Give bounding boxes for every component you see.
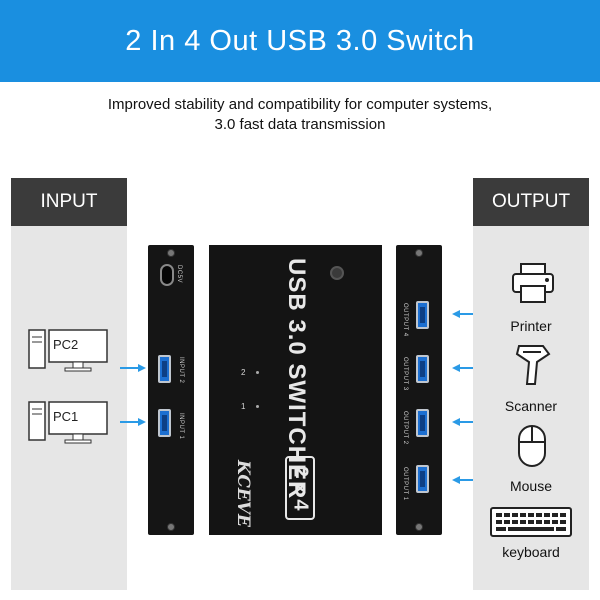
output-port-4[interactable] (416, 301, 429, 329)
keyboard-icon (490, 507, 572, 537)
model-label: 2 x 4 (285, 456, 315, 520)
keyboard-label: keyboard (502, 544, 560, 560)
title-banner: 2 In 4 Out USB 3.0 Switch (0, 0, 600, 82)
output-port-1[interactable] (416, 465, 429, 493)
output-port-1-label: OUTPUT 1 (402, 467, 408, 501)
led-1-label: 1 (241, 402, 246, 411)
output-port-2-label: OUTPUT 2 (402, 411, 408, 445)
brand-logo: KCEVE (233, 460, 253, 527)
led-1-indicator (256, 405, 259, 408)
screw-icon (415, 249, 423, 257)
printer-label: Printer (510, 318, 552, 334)
arrow-right-icon (120, 418, 146, 426)
screw-icon (415, 523, 423, 531)
mouse-icon (518, 425, 546, 467)
scanner-label: Scanner (504, 398, 558, 414)
computer-pc2: PC2 (27, 328, 111, 374)
input-port-2[interactable] (158, 355, 171, 383)
output-port-3-label: OUTPUT 3 (402, 357, 408, 391)
led-2-indicator (256, 371, 259, 374)
output-port-3[interactable] (416, 355, 429, 383)
led-2-label: 2 (241, 368, 246, 377)
page-title: 2 In 4 Out USB 3.0 Switch (125, 24, 475, 57)
screw-icon (167, 249, 175, 257)
computer-icon (28, 329, 108, 372)
mouse-label: Mouse (509, 478, 553, 494)
input-port-1-label: INPUT 1 (178, 413, 184, 440)
output-port-2[interactable] (416, 409, 429, 437)
input-heading: INPUT (11, 178, 127, 226)
input-port-1[interactable] (158, 409, 171, 437)
dc-power-jack (160, 264, 174, 286)
output-side-panel: OUTPUT 4 OUTPUT 3 OUTPUT 2 OUTPUT 1 (396, 245, 442, 535)
subtitle-line-1: Improved stability and compatibility for… (107, 96, 493, 113)
dc-in-label: DC5V (176, 265, 182, 284)
computer-pc1: PC1 (27, 400, 111, 446)
screw-icon (167, 523, 175, 531)
output-port-4-label: OUTPUT 4 (402, 303, 408, 337)
computer-icon (28, 401, 108, 444)
output-heading: OUTPUT (473, 178, 589, 226)
arrow-right-icon (120, 364, 146, 372)
computer-label: PC1 (53, 409, 79, 424)
input-port-2-label: INPUT 2 (178, 357, 184, 384)
input-column: INPUT PC2 PC1 (11, 178, 127, 590)
output-column: OUTPUT Printer Scanner Mouse keyboard (473, 178, 589, 590)
printer-icon (512, 263, 554, 303)
subtitle-line-2: 3.0 fast data transmission (214, 116, 386, 133)
usb-switcher-body (209, 245, 382, 535)
computer-label: PC2 (53, 337, 79, 352)
scanner-icon (515, 345, 551, 385)
switch-button[interactable] (330, 266, 344, 280)
input-side-panel: DC5V INPUT 2 INPUT 1 (148, 245, 194, 535)
